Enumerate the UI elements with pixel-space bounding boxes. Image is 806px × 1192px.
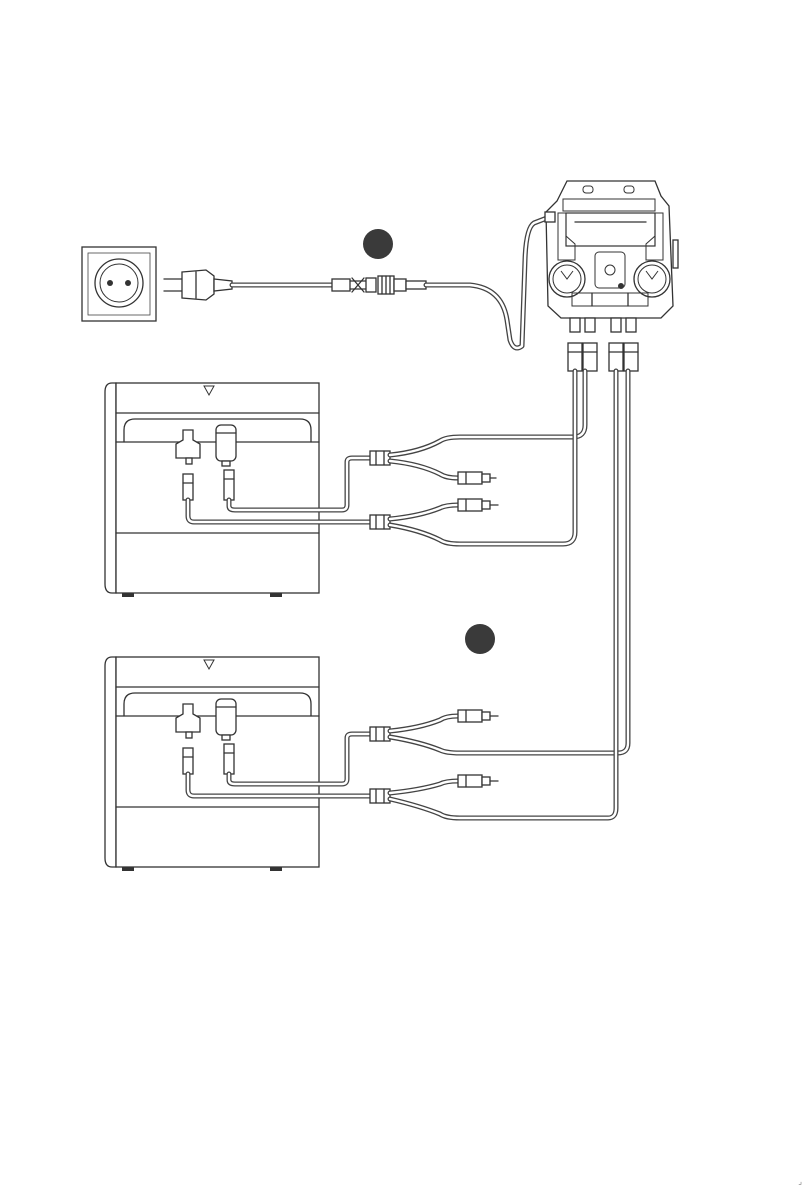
inverter-dc-connectors bbox=[568, 318, 638, 371]
step-marker-2 bbox=[465, 624, 495, 654]
inverter-ac-cable bbox=[426, 218, 547, 348]
ac-connector-icon bbox=[332, 276, 426, 294]
step-marker-1 bbox=[363, 229, 393, 259]
micro-inverter-icon bbox=[545, 181, 678, 318]
battery-unit-icon bbox=[105, 657, 319, 871]
battery-unit-icon bbox=[105, 383, 319, 597]
ac-plug-icon bbox=[164, 270, 232, 300]
page-corner-mark: ⌟ bbox=[798, 1177, 802, 1186]
wall-outlet-icon bbox=[82, 247, 156, 321]
